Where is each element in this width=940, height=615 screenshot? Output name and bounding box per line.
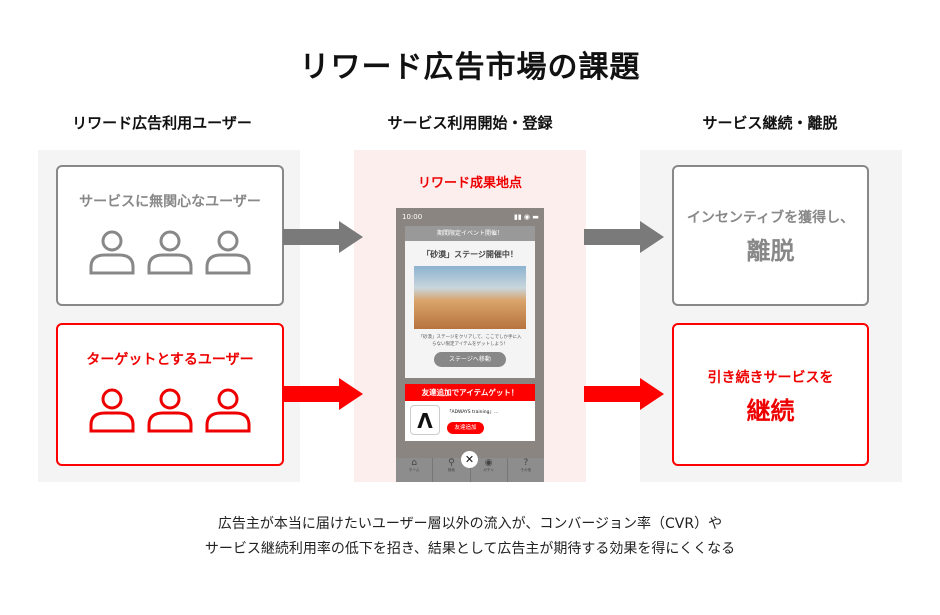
friend-add-header: 友達追加でアイテムゲット！ <box>405 384 535 401</box>
phone-mockup: 10:00 ▮▮ ◉ ▬ 期間限定イベント開催！ 「砂漠」ステージ開催中！ 「砂… <box>396 208 544 482</box>
add-friend-button[interactable]: 友達追加 <box>447 422 484 434</box>
tab-gacha[interactable]: ◉ガチャ <box>471 458 508 482</box>
uninterested-users-box: サービスに無関心なユーザー <box>56 165 284 306</box>
column-header-users: リワード広告利用ユーザー <box>72 114 252 132</box>
close-icon[interactable]: ✕ <box>461 451 478 468</box>
footer-line-1: 広告主が本当に届けたいユーザー層以外の流入が、コンバージョン率（CVR）や <box>217 516 723 532</box>
popup-description: 「砂漠」ステージをクリアして、ここでしか手に入らない限定アイテムをゲットしよう！ <box>418 335 522 347</box>
friend-name: 「ADWAYS training」... <box>447 410 499 415</box>
retention-box: 引き続きサービスを 継続 <box>672 323 869 466</box>
user-icon <box>205 230 251 275</box>
arrow-right-gray <box>584 221 664 253</box>
tab-home[interactable]: ⌂ホーム <box>396 458 434 482</box>
arrow-right-red <box>283 378 363 410</box>
target-users-box: ターゲットとするユーザー <box>56 323 284 466</box>
user-icon <box>89 230 135 275</box>
column-header-signup: サービス利用開始・登録 <box>387 114 553 132</box>
search-icon: ⚲ <box>448 458 455 468</box>
reward-point-label: リワード成果地点 <box>417 176 522 191</box>
popup-title: 「砂漠」ステージ開催中！ <box>422 250 518 259</box>
user-icon <box>147 230 193 275</box>
page-title: リワード広告市場の課題 <box>299 50 641 85</box>
gacha-icon: ◉ <box>484 458 493 468</box>
churn-label: インセンティブを獲得し、 <box>686 210 855 226</box>
move-to-stage-button[interactable]: ステージへ移動 <box>434 352 506 367</box>
home-icon: ⌂ <box>411 458 417 468</box>
uninterested-users-label: サービスに無関心なユーザー <box>79 194 261 210</box>
help-icon: ? <box>523 458 529 468</box>
retention-big-label: 継続 <box>746 397 795 425</box>
column-header-retention: サービス継続・離脱 <box>702 114 838 132</box>
popup-header: 期間限定イベント開催！ <box>405 226 535 241</box>
retention-label: 引き続きサービスを <box>707 370 834 386</box>
user-icon <box>205 388 251 433</box>
footer-line-2: サービス継続利用率の低下を招き、結果として広告主が期待する効果を得にくくなる <box>204 541 736 557</box>
status-time: 10:00 <box>402 213 423 221</box>
tab-search[interactable]: ⚲検索 <box>433 458 471 482</box>
user-icon <box>89 388 135 433</box>
adways-logo: Λ <box>410 405 440 435</box>
user-icon <box>147 388 193 433</box>
target-users-label: ターゲットとするユーザー <box>86 352 254 368</box>
status-icons: ▮▮ ◉ ▬ <box>514 213 539 221</box>
churn-big-label: 離脱 <box>746 237 795 265</box>
desert-image <box>414 266 526 329</box>
users-icon-group-red <box>58 387 282 433</box>
arrow-right-gray <box>283 221 363 253</box>
arrow-right-red <box>584 378 664 410</box>
event-popup: 期間限定イベント開催！ 「砂漠」ステージ開催中！ 「砂漠」ステージをクリアして、… <box>405 226 535 378</box>
tab-other[interactable]: ?その他 <box>508 458 544 482</box>
churn-box: インセンティブを獲得し、 離脱 <box>672 165 869 306</box>
friend-add-card: 友達追加でアイテムゲット！ Λ 「ADWAYS training」... 友達追… <box>405 384 535 441</box>
users-icon-group-gray <box>58 229 282 275</box>
